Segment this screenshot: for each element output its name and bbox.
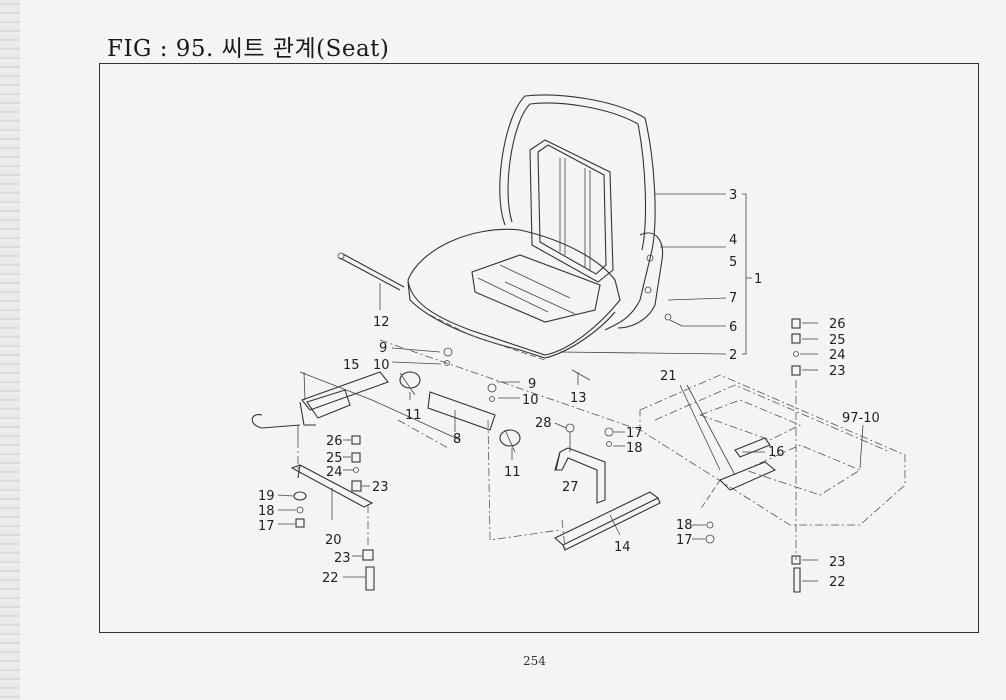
callout-17b: 17 <box>676 533 693 548</box>
callout-23l: 23 <box>372 480 389 495</box>
callout-3: 3 <box>729 188 737 203</box>
callout-8: 8 <box>453 432 461 447</box>
callout-14: 14 <box>614 540 631 555</box>
callout-27: 27 <box>562 480 579 495</box>
callout-11b: 11 <box>504 465 521 480</box>
callout-21: 21 <box>660 369 677 384</box>
callout-18c: 18 <box>258 504 275 519</box>
callout-17c: 17 <box>258 519 275 534</box>
hardware-stack-right <box>791 318 818 593</box>
callout-28: 28 <box>535 416 552 431</box>
diagram-frame <box>99 63 979 633</box>
callout-4: 4 <box>729 233 737 248</box>
callout-9b: 9 <box>528 377 536 392</box>
callout-23c: 23 <box>334 551 351 566</box>
callout-6: 6 <box>729 320 737 335</box>
guide-part-8 <box>399 347 521 460</box>
callout-25l: 25 <box>326 451 343 466</box>
page-number: 254 <box>523 654 546 668</box>
seat-assembly <box>407 94 683 361</box>
callout-23: 23 <box>829 364 846 379</box>
callout-10: 10 <box>373 358 390 373</box>
callout-18: 18 <box>626 441 643 456</box>
callout-24: 24 <box>829 348 846 363</box>
callout-11: 11 <box>405 408 422 423</box>
figure-title: FIG : 95. 씨트 관계(Seat) <box>107 36 390 62</box>
callout-9: 9 <box>379 341 387 356</box>
rail-part-15 <box>251 371 461 441</box>
bracket-part-27 <box>554 422 606 504</box>
callout-15: 15 <box>343 358 360 373</box>
rail-part-14 <box>554 491 661 551</box>
callout-1: 1 <box>754 272 762 287</box>
callout-20: 20 <box>325 533 342 548</box>
callout-22r: 22 <box>829 575 846 590</box>
callout-24l: 24 <box>326 465 343 480</box>
frame-part-97-10 <box>639 374 906 526</box>
callout-19: 19 <box>258 489 275 504</box>
alignment-lines <box>379 339 641 449</box>
callout-2: 2 <box>729 348 737 363</box>
page-binding-edge <box>0 0 20 700</box>
callout-12: 12 <box>373 315 390 330</box>
callout-13: 13 <box>570 391 587 406</box>
seat-leader-lines <box>559 193 752 355</box>
rod-part-12 <box>337 252 405 310</box>
center-leader-lines <box>391 347 591 541</box>
callout-26l: 26 <box>326 434 343 449</box>
callout-10b: 10 <box>522 393 539 408</box>
part-callouts: 3 4 5 1 7 6 2 12 9 10 15 11 8 9 10 13 11… <box>258 188 880 590</box>
callout-17: 17 <box>626 426 643 441</box>
callout-97-10: 97-10 <box>842 411 880 426</box>
hardware-17-18-middle <box>604 427 715 544</box>
callout-23r: 23 <box>829 555 846 570</box>
callout-22c: 22 <box>322 571 339 586</box>
callout-25: 25 <box>829 333 846 348</box>
callout-7: 7 <box>729 291 737 306</box>
callout-5: 5 <box>729 255 737 270</box>
callout-18b: 18 <box>676 518 693 533</box>
hardware-stack-left <box>277 435 375 591</box>
callout-26: 26 <box>829 317 846 332</box>
callout-16: 16 <box>768 445 785 460</box>
